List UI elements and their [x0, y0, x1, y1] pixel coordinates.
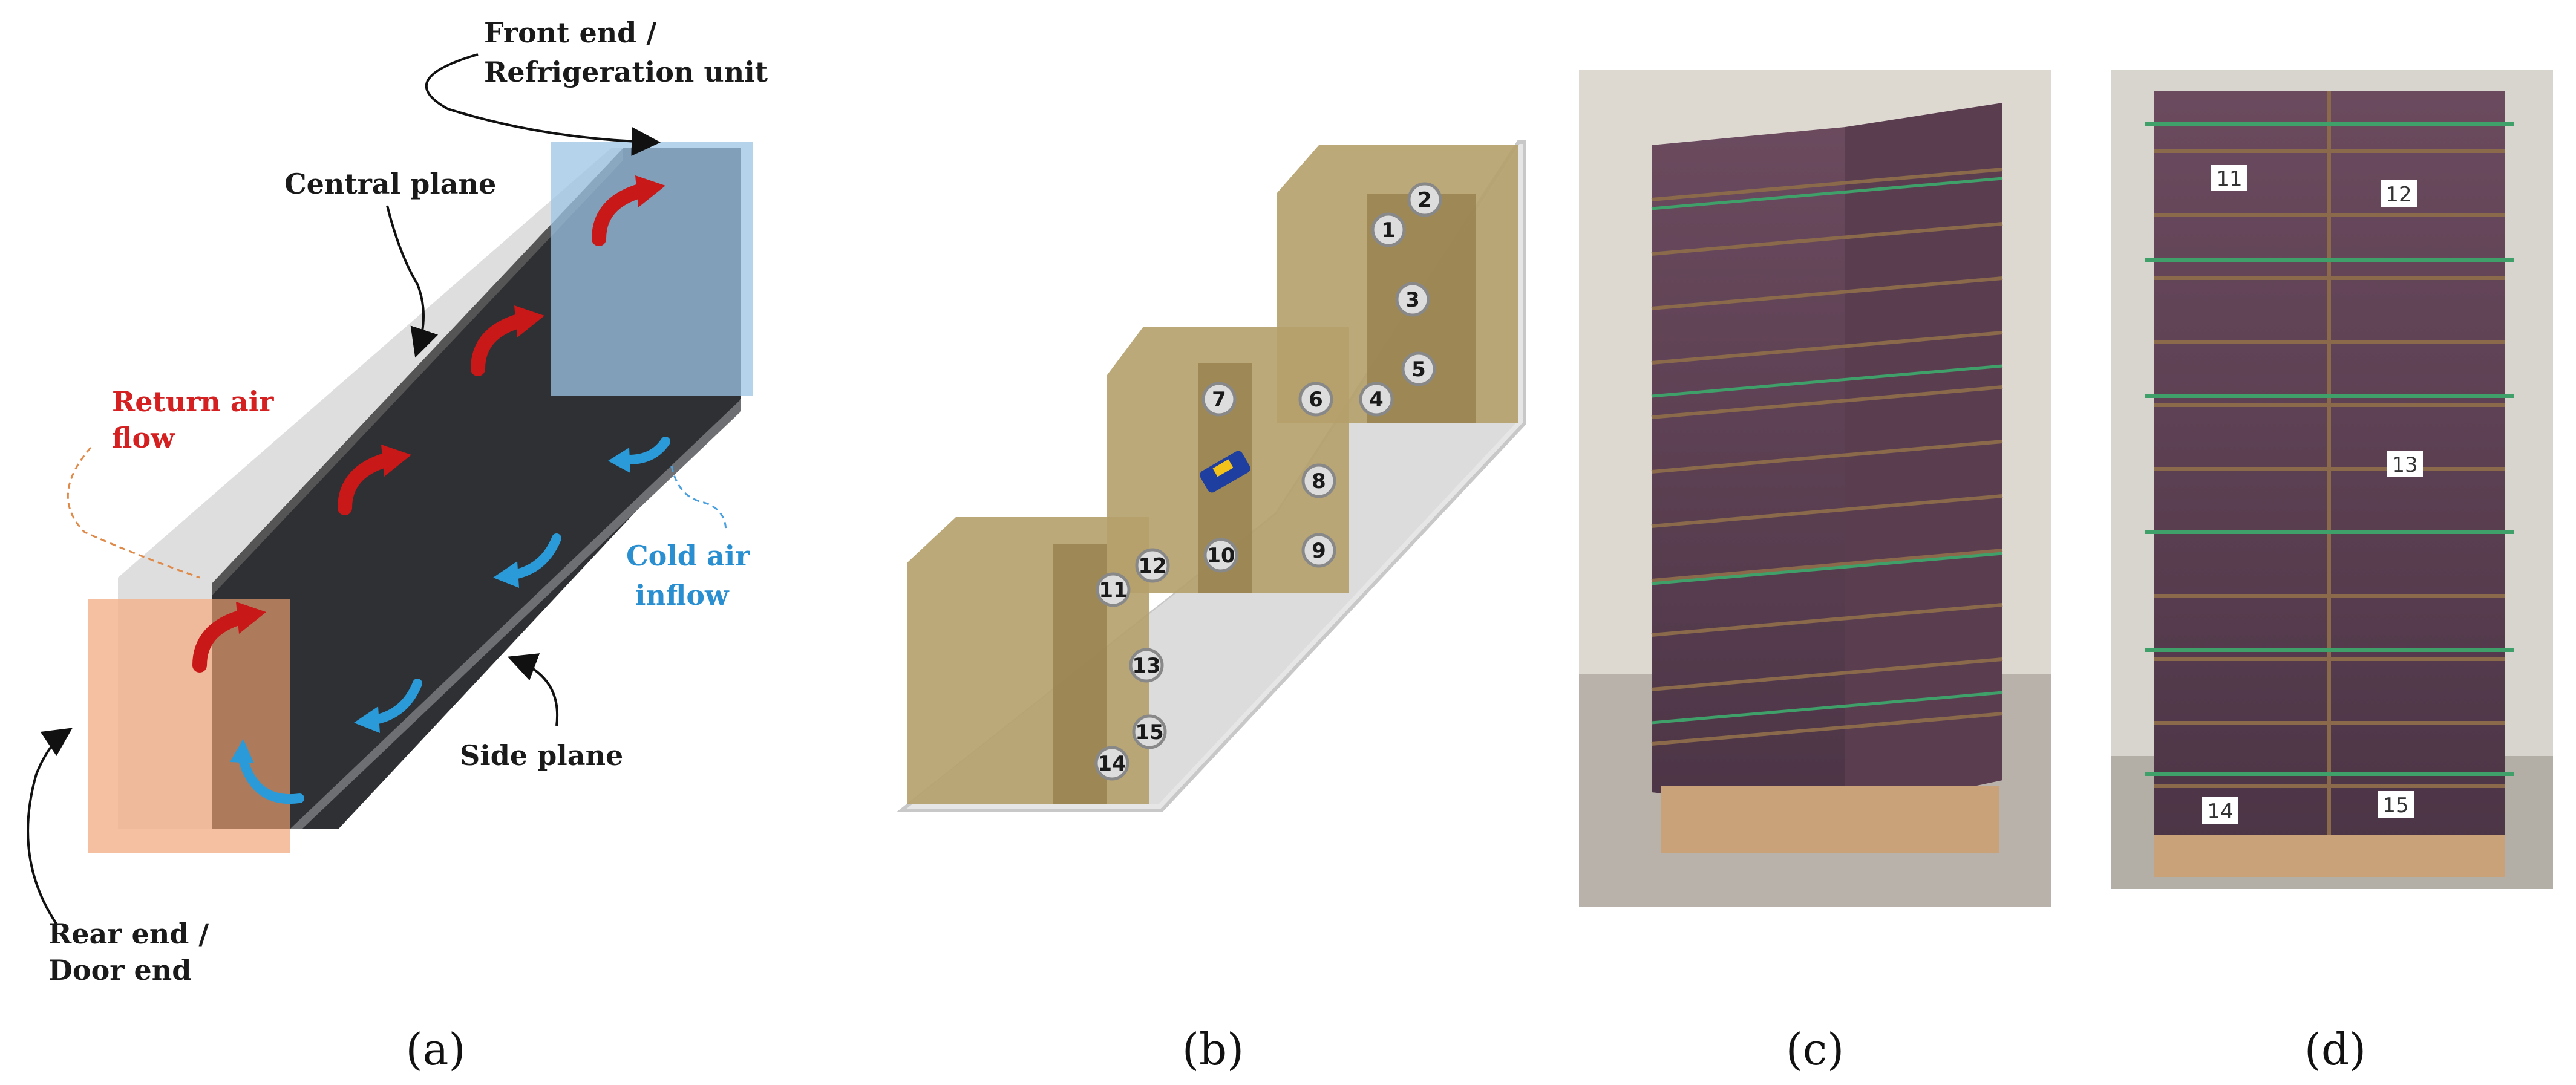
svg-text:7: 7 — [1212, 388, 1226, 412]
strap-lines-d — [2145, 122, 2514, 776]
svg-text:4: 4 — [1369, 388, 1384, 412]
return-air-arrowheads — [236, 175, 665, 634]
return-air-label-2: flow — [112, 422, 175, 454]
sensor-13: 13 — [1129, 648, 1164, 683]
sensor-1: 1 — [1371, 212, 1406, 247]
caption-a: (a) — [405, 1024, 465, 1075]
pallet-base-c — [1661, 786, 1999, 853]
red-arrow-2 — [338, 452, 394, 515]
panel-d-pallet-photo: 11 12 13 14 15 (d) — [2111, 70, 2553, 1075]
front-end-label: Front end / — [484, 16, 656, 49]
panel-a-container-diagram: Front end / Refrigeration unit Central p… — [27, 16, 768, 1075]
pallet-base-d — [2154, 835, 2505, 877]
svg-text:8: 8 — [1312, 469, 1326, 494]
svg-text:15: 15 — [1135, 720, 1163, 745]
cold-air-arrowheads — [230, 448, 630, 763]
svg-text:12: 12 — [1138, 554, 1166, 578]
sensor-6: 6 — [1298, 382, 1333, 417]
cold-air-label-2: inflow — [635, 579, 730, 611]
sensor-15: 15 — [1132, 714, 1167, 749]
panel-c-pallet-photo: (c) — [1579, 70, 2051, 1075]
cold-air-leader — [670, 465, 727, 533]
central-plane-face — [212, 148, 623, 596]
sensor-12: 12 — [1135, 548, 1170, 583]
panel-b-sensor-layout: 1 2 3 4 5 6 7 8 9 10 11 12 13 14 15 (b) — [896, 140, 1526, 1075]
svg-text:14: 14 — [2207, 800, 2233, 824]
cold-air-label-1: Cold air — [626, 539, 750, 572]
strap-lines-c — [1651, 177, 2003, 725]
rear-end-label: Rear end / — [48, 917, 209, 950]
rear-label-leader — [27, 728, 73, 927]
crate-rows-c — [1651, 168, 2003, 746]
blue-arrow-3 — [370, 679, 422, 725]
caption-b: (b) — [1182, 1024, 1244, 1075]
return-air-arrows — [192, 183, 649, 673]
blue-arrow-4 — [237, 751, 304, 804]
rear-door-box — [88, 599, 290, 853]
central-plane-leader — [386, 205, 439, 358]
svg-text:14: 14 — [1097, 752, 1126, 776]
tag-11: 11 — [2211, 165, 2247, 191]
red-arrow-4 — [592, 183, 649, 246]
sensor-4: 4 — [1359, 382, 1394, 417]
tag-12: 12 — [2381, 180, 2417, 207]
svg-text:13: 13 — [1132, 654, 1160, 678]
sensor-11: 11 — [1096, 572, 1131, 607]
red-arrow-1 — [192, 610, 249, 673]
front-refrigeration-box — [551, 142, 753, 396]
tag-15: 15 — [2378, 791, 2414, 818]
svg-text:9: 9 — [1312, 539, 1326, 563]
svg-text:10: 10 — [1206, 544, 1235, 568]
svg-text:1: 1 — [1381, 218, 1396, 243]
central-plane-label: Central plane — [284, 168, 496, 200]
front-label-leader — [425, 53, 661, 156]
pallet-box-rear-face — [1053, 544, 1107, 804]
blue-arrow-1 — [624, 437, 670, 464]
svg-text:15: 15 — [2382, 793, 2408, 818]
side-plane-leader — [507, 653, 559, 726]
svg-text:11: 11 — [2216, 167, 2242, 191]
sensor-3: 3 — [1395, 282, 1430, 317]
svg-text:3: 3 — [1405, 288, 1420, 312]
red-arrow-3 — [471, 313, 528, 376]
sensor-7: 7 — [1201, 382, 1237, 417]
tag-13: 13 — [2387, 451, 2423, 477]
svg-text:11: 11 — [1099, 578, 1127, 602]
refrigeration-unit-label: Refrigeration unit — [484, 56, 768, 88]
sensor-10: 10 — [1203, 538, 1238, 573]
pallet-stack-c-front — [1652, 127, 1845, 813]
svg-text:5: 5 — [1411, 357, 1426, 382]
caption-d: (d) — [2304, 1024, 2366, 1075]
svg-text:6: 6 — [1309, 388, 1323, 412]
svg-text:13: 13 — [2391, 453, 2417, 477]
sensor-14: 14 — [1094, 746, 1129, 781]
svg-text:2: 2 — [1417, 188, 1432, 212]
svg-text:12: 12 — [2385, 183, 2411, 207]
sensor-5: 5 — [1401, 351, 1436, 386]
side-plane-shape — [290, 399, 741, 829]
sensor-8: 8 — [1301, 463, 1336, 498]
side-plane-label: Side plane — [460, 739, 623, 772]
sensor-markers: 1 2 3 4 5 6 7 8 9 10 11 12 13 14 15 — [1094, 182, 1442, 781]
door-end-label: Door end — [48, 954, 191, 986]
pallet-stack-c-side — [1845, 103, 2002, 813]
cold-air-arrows — [237, 437, 670, 804]
return-air-leader — [67, 447, 200, 579]
tag-14: 14 — [2202, 797, 2238, 824]
caption-c: (c) — [1786, 1024, 1845, 1075]
rear-door-box-inner — [212, 599, 290, 829]
sensor-9: 9 — [1301, 533, 1336, 568]
blue-arrow-2 — [509, 533, 561, 579]
data-logger-device — [1200, 451, 1250, 493]
return-air-label-1: Return air — [112, 385, 274, 418]
sensor-2: 2 — [1407, 182, 1442, 217]
pallet-boxes — [907, 145, 1518, 804]
container-inner-b — [907, 148, 1518, 804]
